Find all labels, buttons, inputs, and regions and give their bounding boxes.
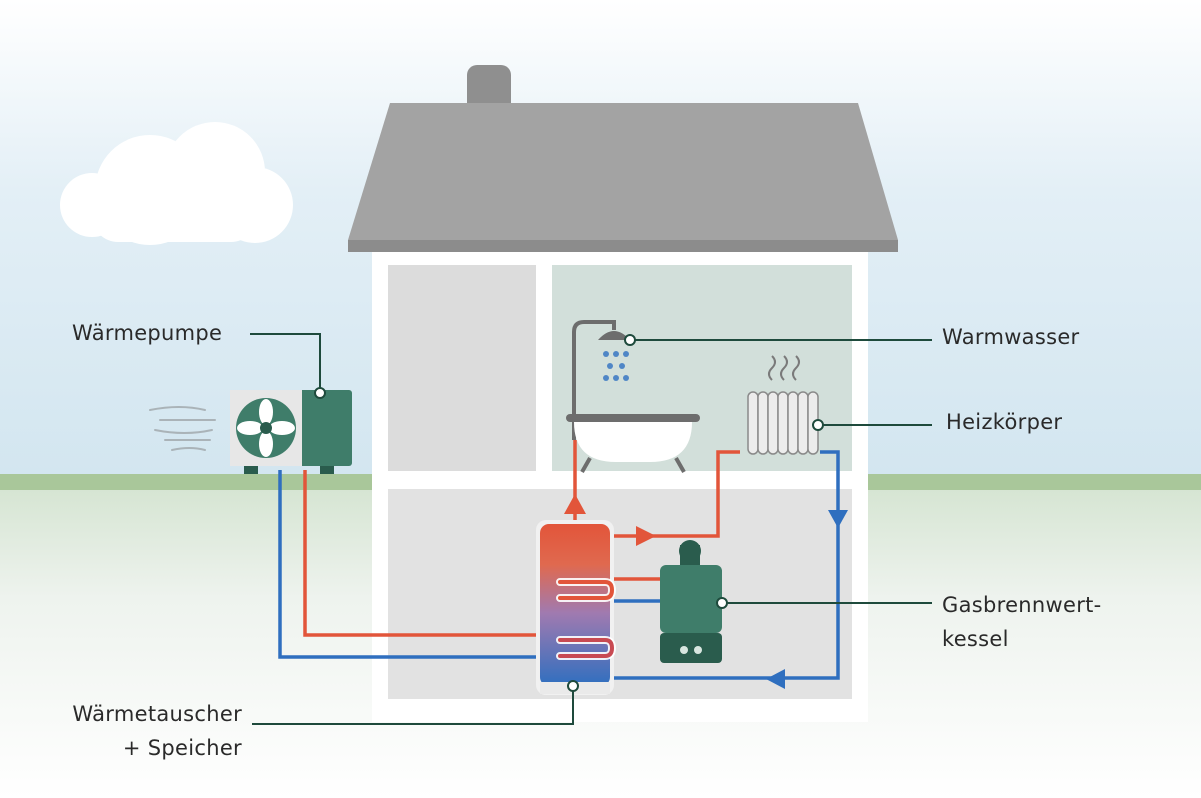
bathtub-icon bbox=[566, 414, 700, 473]
chimney bbox=[467, 65, 511, 113]
gas-boiler-icon bbox=[660, 540, 722, 663]
cold-arrow-left bbox=[766, 669, 785, 689]
label-gas-boiler: Gasbrennwert- kessel bbox=[942, 593, 1102, 651]
leader-lines bbox=[250, 333, 932, 725]
storage-tank-icon bbox=[536, 520, 617, 695]
cloud bbox=[60, 122, 293, 245]
leader-dots bbox=[314, 334, 824, 692]
room-upper-left bbox=[388, 265, 536, 471]
hot-arrow-right bbox=[636, 526, 656, 546]
hot-arrow-up bbox=[564, 494, 586, 514]
label-hot-water: Warmwasser bbox=[942, 325, 1080, 349]
shower-icon bbox=[572, 320, 630, 440]
fan-unit-icon bbox=[230, 390, 352, 474]
hot-pipes bbox=[303, 440, 740, 637]
roof bbox=[348, 103, 898, 240]
house bbox=[348, 65, 898, 722]
cold-pipes bbox=[278, 450, 840, 680]
wind-icon bbox=[149, 406, 216, 451]
label-heat-exchanger: Wärmetauscher + Speicher bbox=[72, 702, 242, 760]
label-radiator: Heizkörper bbox=[946, 410, 1063, 434]
label-heat-pump: Wärmepumpe bbox=[72, 321, 223, 345]
roof-edge bbox=[348, 240, 898, 252]
room-basement bbox=[388, 489, 852, 699]
cold-arrow-down bbox=[828, 510, 848, 528]
